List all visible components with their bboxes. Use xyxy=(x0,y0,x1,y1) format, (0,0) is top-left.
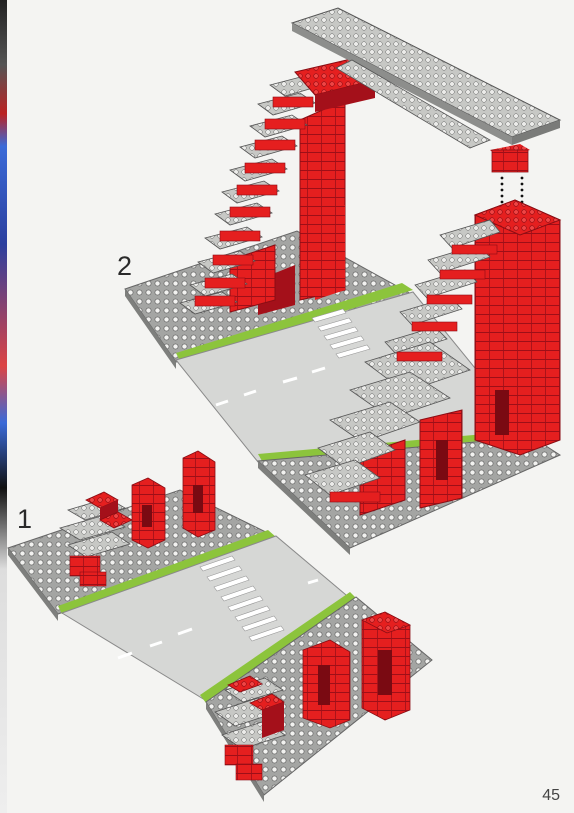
step-2-number: 2 xyxy=(117,251,132,282)
step-1-number: 1 xyxy=(17,504,32,535)
page-number: 45 xyxy=(542,787,560,805)
